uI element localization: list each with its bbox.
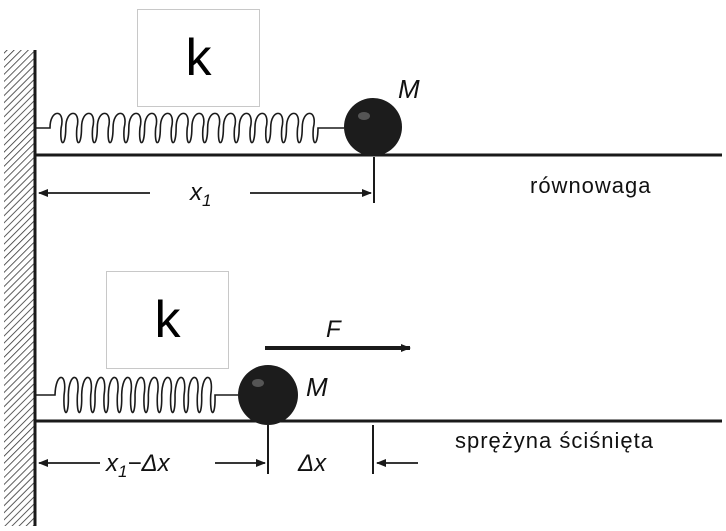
length-label-bottom: x1−Δx [105,450,171,481]
delta-label-bottom: Δx [297,450,327,477]
spring-constant-label-top: k [185,29,212,87]
state-label-top: równowaga [530,173,652,198]
mass-top-highlight [358,112,370,120]
mass-bottom-highlight [252,379,264,387]
wall-hatching [4,50,34,526]
mass-label-bottom: M [306,372,328,402]
spring-constant-label-bottom: k [154,291,181,349]
spring-constant-box-bottom: k [106,271,229,369]
spring-bottom [36,376,238,414]
mass-label-top: M [398,74,420,104]
state-label-bottom: sprężyna ściśnięta [455,428,654,453]
spring-top [36,112,344,144]
force-label: F [326,316,342,343]
length-label-top: x1 [189,179,211,210]
mass-top [344,98,402,156]
spring-constant-box-top: k [137,9,260,107]
mass-bottom [238,365,298,425]
